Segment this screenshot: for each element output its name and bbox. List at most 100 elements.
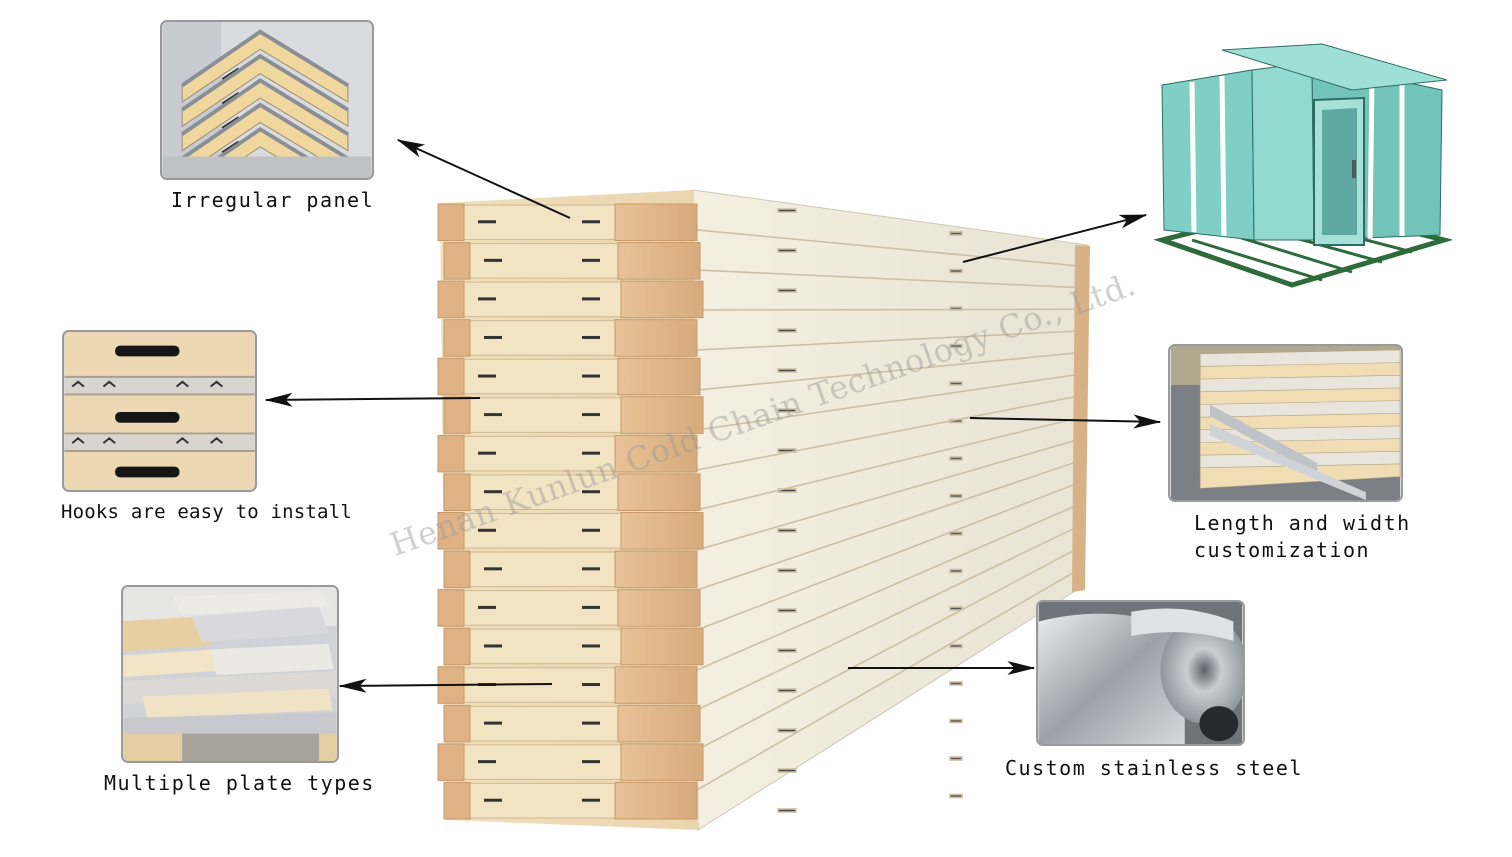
cardboard-protector [617, 473, 701, 511]
caption-stainless-steel: Custom stainless steel [1005, 756, 1303, 780]
panel-seam [696, 501, 1085, 671]
hook-slot [949, 606, 963, 611]
hook-slot [949, 681, 963, 686]
panel-seam [696, 329, 1085, 351]
hook-slot [478, 220, 496, 224]
hook-slot [478, 451, 496, 455]
hook-slot [484, 335, 502, 339]
cardboard-protector [620, 512, 704, 550]
cardboard-protector [437, 203, 465, 242]
hook-slot [484, 721, 502, 725]
cardboard-protector [617, 357, 701, 396]
panel-row [1199, 463, 1401, 489]
hook-slot [777, 688, 797, 693]
customization-photo [1168, 344, 1403, 502]
cardboard-protector [443, 627, 471, 666]
cardboard-protector [614, 781, 698, 820]
caption-plate-types: Multiple plate types [104, 771, 375, 795]
panel-seam [696, 565, 1085, 791]
panel-seam [696, 480, 1085, 631]
hook-slot [582, 798, 600, 802]
cold-room-illustration [1152, 40, 1454, 295]
panel-seam [696, 351, 1085, 391]
hook-slot [484, 798, 502, 802]
steel-skin [181, 53, 349, 112]
steel-skin [181, 29, 349, 88]
panel-seam [696, 437, 1085, 551]
hook-slot [777, 728, 797, 733]
hook-slot [582, 760, 600, 764]
hook-slot [478, 605, 496, 609]
hook-slot [582, 258, 600, 262]
cardboard-protector [437, 280, 465, 319]
hook-slot [949, 718, 963, 724]
cardboard-protector [617, 589, 701, 627]
hook-slot [949, 793, 963, 799]
hooks-closeup-photo [62, 330, 257, 492]
cardboard-protector [620, 280, 704, 319]
irregular-panel-photo [160, 20, 374, 180]
panel-seam [696, 269, 1085, 289]
cardboard-protector [437, 357, 465, 396]
hook-slot [777, 768, 797, 773]
hook-slot [478, 297, 496, 301]
panel-seam [696, 372, 1085, 431]
cardboard-protector [614, 666, 698, 704]
panel-seam [696, 458, 1085, 591]
cardboard-protector [614, 203, 698, 242]
hook-slot [478, 528, 496, 532]
cardboard-protector [614, 434, 698, 473]
hook-slot [777, 808, 797, 813]
caption-hooks: Hooks are easy to install [61, 501, 352, 523]
panel-seam [696, 308, 1085, 311]
caption-customization-line2: customization [1194, 538, 1371, 562]
hook-slot [777, 208, 797, 213]
hook-slot [777, 248, 797, 253]
hook-slot [582, 374, 600, 378]
hook-slot [777, 408, 797, 413]
hook-slot [484, 490, 502, 494]
hook-slot [478, 683, 496, 687]
panel-seam [696, 394, 1085, 471]
hook-slot [777, 528, 797, 533]
hook-slot [582, 335, 600, 339]
hook-slot [777, 288, 797, 293]
hook-slot [949, 268, 963, 274]
panel-seam [696, 415, 1085, 511]
hook-slot [582, 721, 600, 725]
cardboard-protector [443, 781, 471, 820]
hook-slot [478, 760, 496, 764]
cardboard-protector [437, 434, 465, 473]
caption-customization-line1: Length and width [1194, 511, 1411, 535]
hook-slot [582, 528, 600, 532]
hook-slot [582, 490, 600, 494]
cardboard-protector [443, 704, 471, 743]
hook-slot [777, 568, 797, 573]
cardboard-protector [617, 242, 701, 280]
hook-slot [949, 343, 963, 349]
cardboard-protector [437, 666, 465, 704]
cardboard-protector [437, 743, 465, 781]
cardboard-protector [443, 319, 471, 357]
hook-slot [777, 648, 797, 653]
panel-seam [696, 544, 1085, 751]
hook-slot [582, 605, 600, 609]
hook-slot [478, 374, 496, 378]
hook-slot [484, 258, 502, 262]
hook-slot [582, 297, 600, 301]
hook-slot [582, 567, 600, 571]
hook-slot [949, 493, 963, 499]
steel-skin [181, 78, 349, 136]
cardboard-protector [620, 396, 704, 434]
hook-slot [582, 644, 600, 648]
steel-skin [181, 102, 349, 161]
hook-slot [777, 328, 797, 333]
cardboard-protector [614, 550, 698, 589]
hook-slot [582, 683, 600, 687]
hook-slot [949, 756, 963, 761]
hook-slot [949, 456, 963, 461]
cardboard-protector [614, 319, 698, 357]
cardboard-protector [443, 550, 471, 589]
